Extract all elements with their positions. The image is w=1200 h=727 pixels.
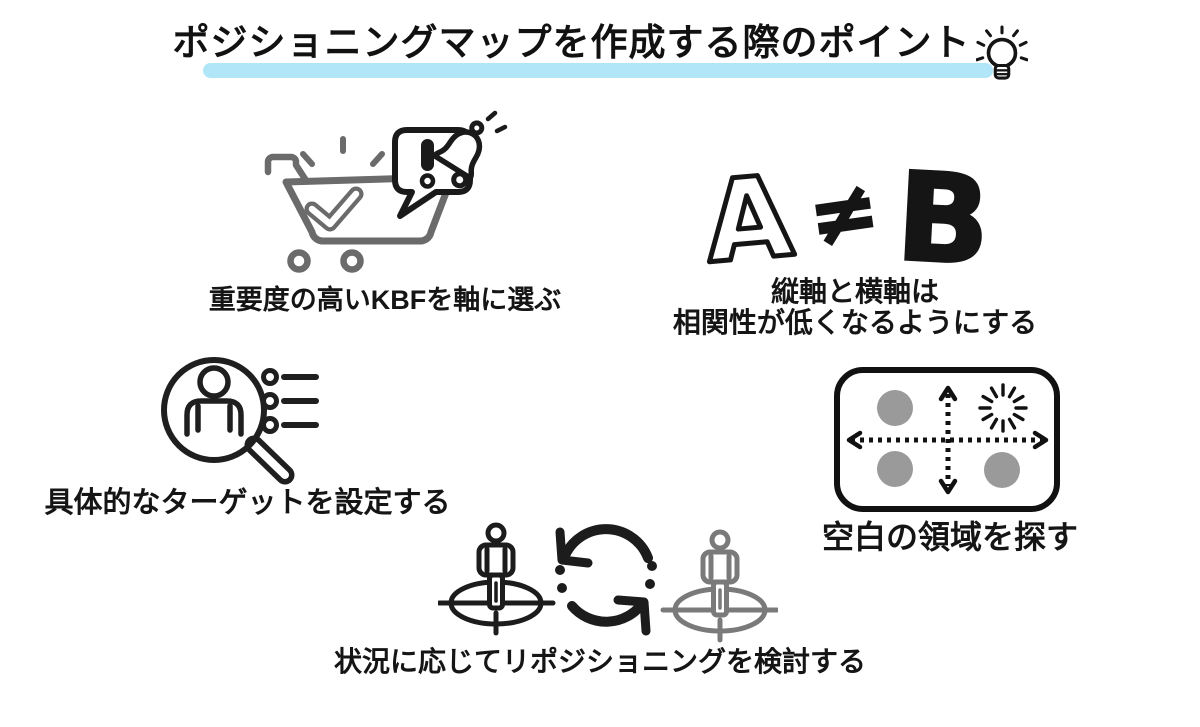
sparkle-burst (978, 383, 1028, 433)
point-caption-low-correlation: 縦軸と横軸は 相関性が低くなるようにする (672, 276, 1038, 338)
letter-a: A (700, 152, 798, 278)
page-title: ポジショニングマップを作成する際のポイント (172, 22, 971, 63)
title-highlight-bar (203, 63, 993, 78)
point-caption-blank-area: 空白の領域を探す (821, 519, 1078, 555)
person-search-icon (161, 357, 319, 485)
refresh-arrows (555, 524, 653, 636)
positioning-map-icon (834, 367, 1060, 512)
point-caption-repositioning: 状況に応じてリポジショニングを検討する (333, 646, 866, 677)
person-new-position (663, 532, 777, 640)
repositioning-cycle-icon (438, 510, 778, 650)
a-not-equal-b-icon: A ≠ B (700, 144, 992, 278)
lightbulb-icon (975, 25, 1028, 80)
title-section: ポジショニングマップを作成する際のポイント (0, 22, 1200, 82)
shopping-cart-alert-icon (264, 110, 508, 273)
point-caption-kbf-axis: 重要度の高いKBFを軸に選ぶ (208, 285, 562, 315)
person-current-position (439, 525, 553, 633)
letter-b: B (893, 146, 992, 278)
not-equal-symbol: ≠ (802, 160, 885, 267)
point-caption-specific-target: 具体的なターゲットを設定する (44, 487, 451, 519)
